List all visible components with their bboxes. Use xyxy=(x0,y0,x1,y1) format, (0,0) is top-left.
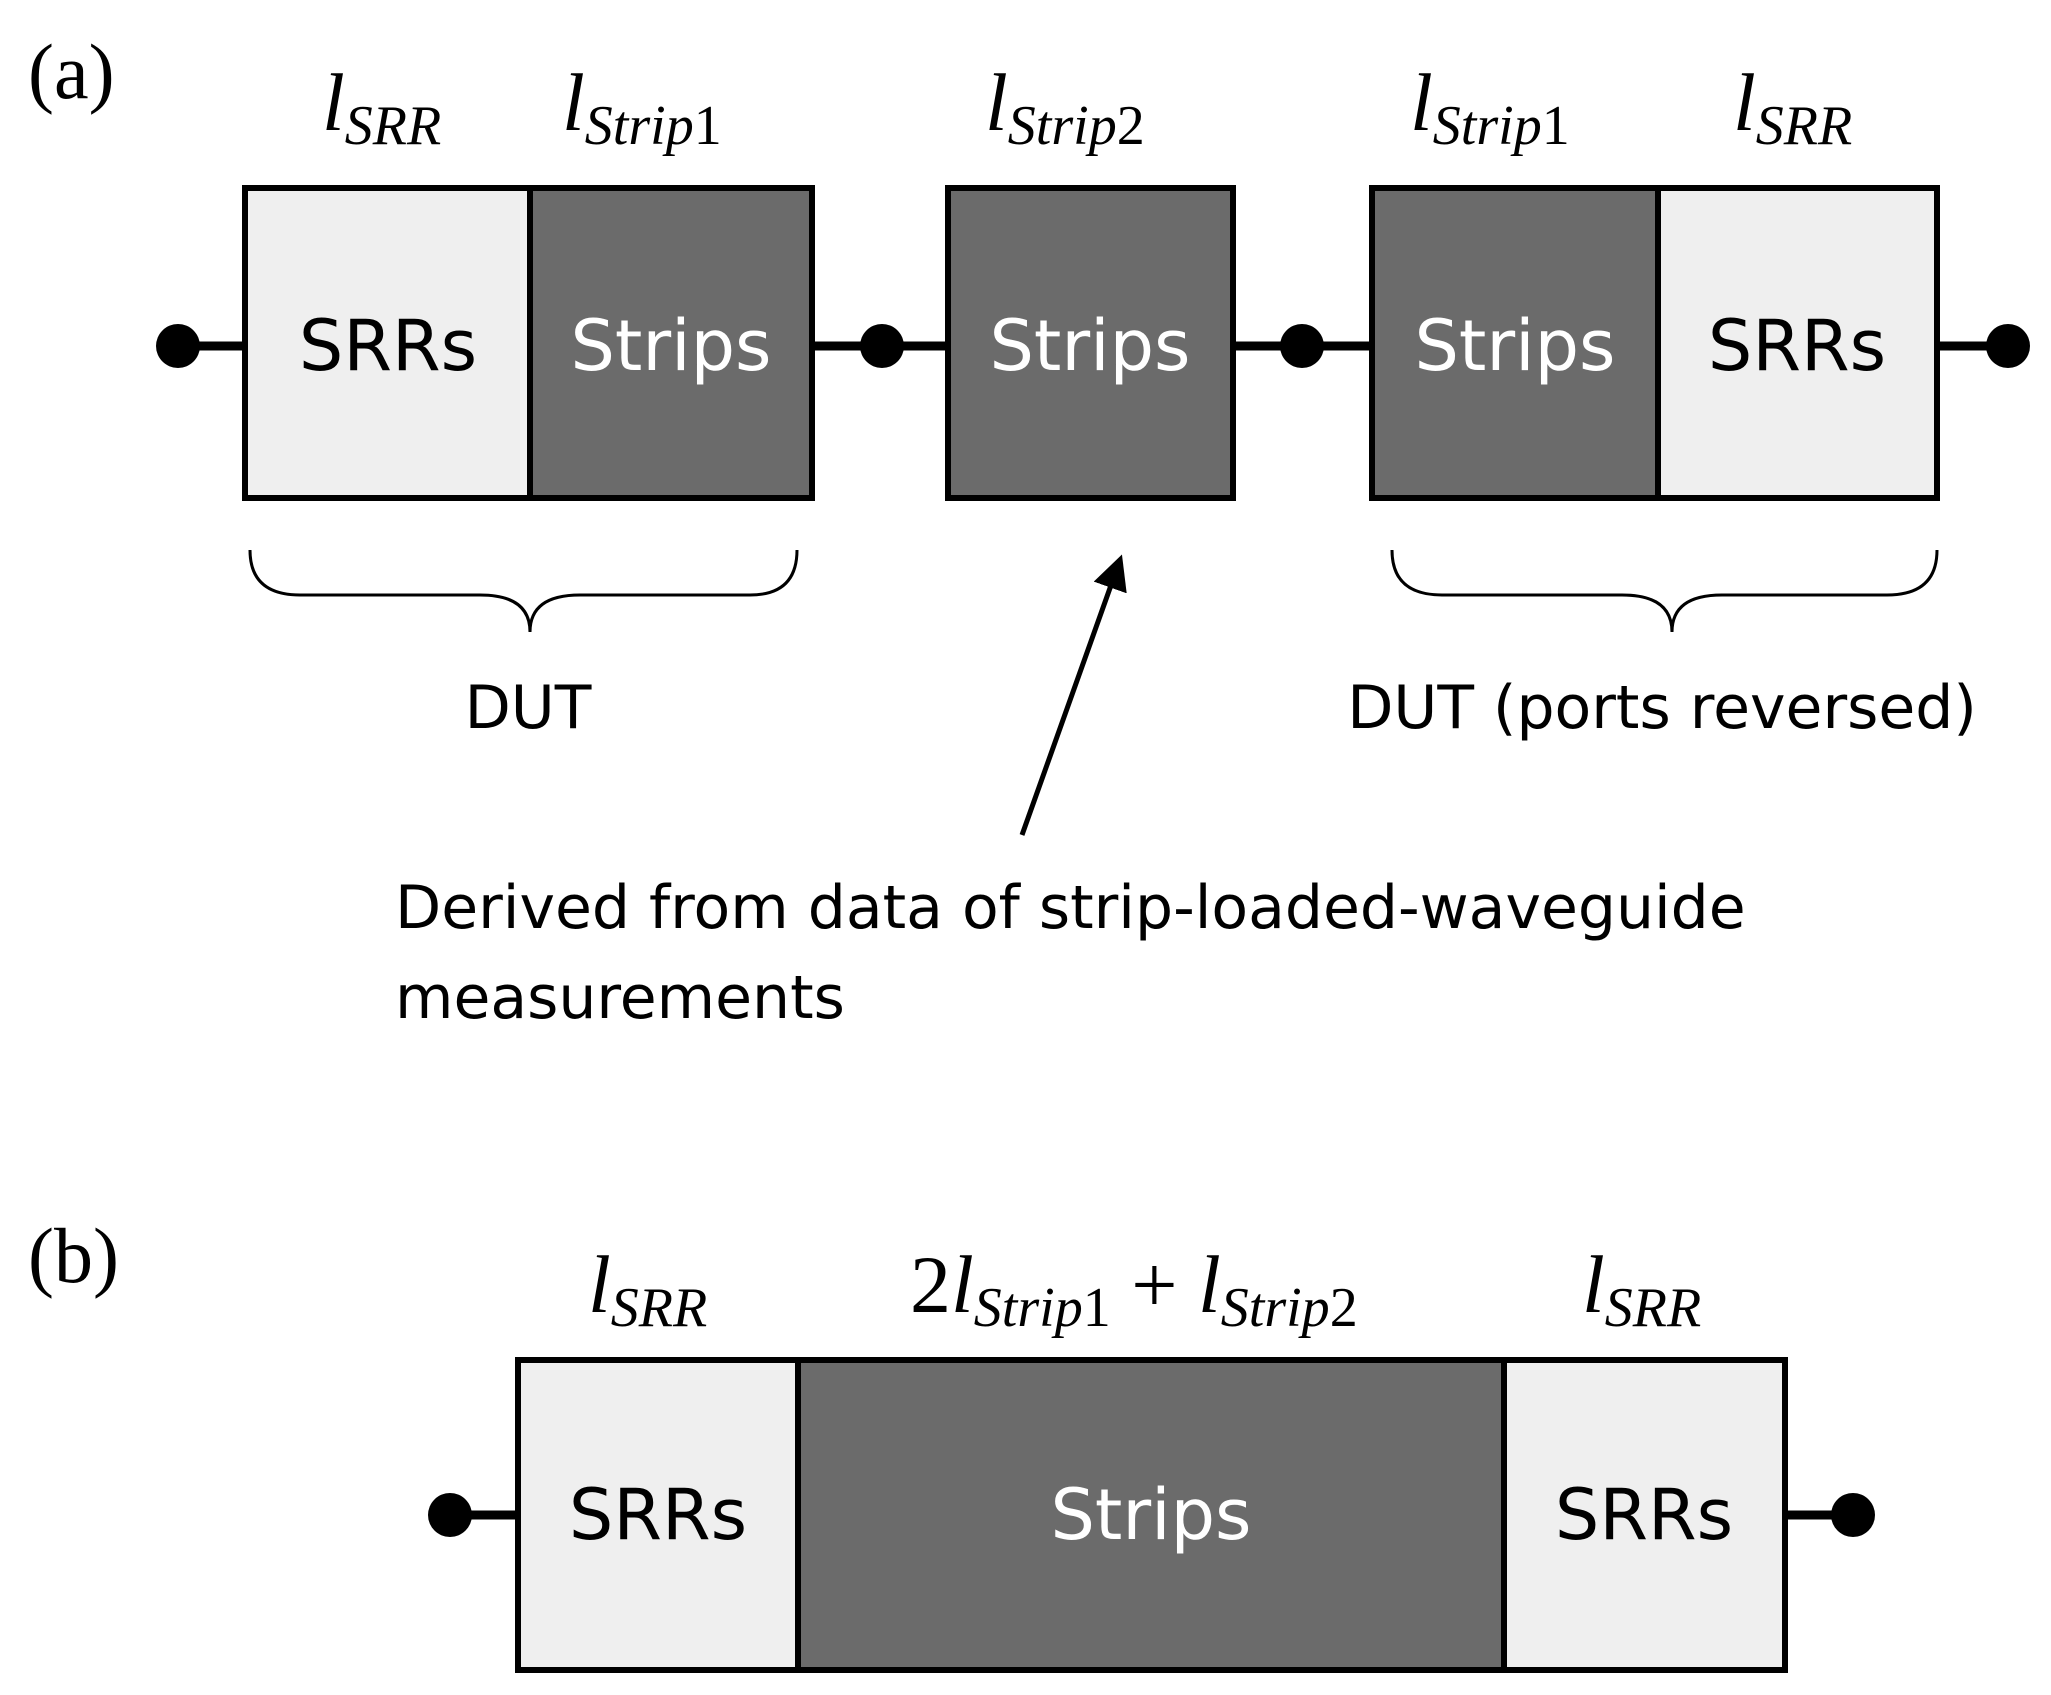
strip1-left-label: Strips xyxy=(570,305,771,387)
panel-b-label: (b) xyxy=(28,1212,119,1299)
b-srr-left-label: SRRs xyxy=(569,1474,747,1556)
length-label-strip1-left: lStrip1 xyxy=(562,57,722,157)
strip-block-right xyxy=(1369,185,1661,501)
length-label-b-srr-right: lSRR xyxy=(1582,1239,1701,1339)
length-label-b-srr-left: lSRR xyxy=(588,1239,707,1339)
srr-left-label: SRRs xyxy=(299,305,477,387)
junction-2-node xyxy=(1280,324,1324,368)
port2-terminal xyxy=(1986,324,2030,368)
strip2-block xyxy=(945,185,1236,501)
srr-block-left xyxy=(242,185,533,501)
length-label-strip2: lStrip2 xyxy=(985,57,1145,157)
b-srr-block-right xyxy=(1501,1357,1788,1673)
panel-b-wires xyxy=(428,1493,1875,1537)
panel-a-label: (a) xyxy=(28,28,115,115)
dut-reversed-label: DUT (ports reversed) xyxy=(1347,673,1977,743)
junction-1-node xyxy=(860,324,904,368)
b-srr-right-label: SRRs xyxy=(1555,1474,1733,1556)
srr-block-right xyxy=(1655,185,1940,501)
dut-brace-right xyxy=(1390,549,1939,633)
dut-label: DUT xyxy=(465,673,592,743)
dut-brace-left xyxy=(248,549,799,633)
strip1-right-label: Strips xyxy=(1414,305,1615,387)
derived-arrow xyxy=(1019,554,1127,836)
b-port2-terminal xyxy=(1831,1493,1875,1537)
length-label-b-middle: 2lStrip1 + lStrip2 xyxy=(910,1239,1358,1339)
note-line-1: Derived from data of strip-loaded-wavegu… xyxy=(395,873,1746,943)
srr-right-label: SRRs xyxy=(1708,305,1886,387)
port1-terminal xyxy=(156,324,200,368)
b-strips-label: Strips xyxy=(1050,1474,1251,1556)
length-label-strip1-right: lStrip1 xyxy=(1410,57,1570,157)
length-label-srr-left: lSRR xyxy=(322,57,441,157)
b-strip-block xyxy=(795,1357,1507,1673)
strip2-label: Strips xyxy=(989,305,1190,387)
panel-a-wires xyxy=(156,324,2030,368)
b-srr-block-left xyxy=(515,1357,801,1673)
panel-a: (a) lSRR lStrip1 lStrip2 lStrip1 lSRR SR… xyxy=(28,28,2030,1033)
b-port1-terminal xyxy=(428,1493,472,1537)
strip-block-left xyxy=(527,185,815,501)
length-label-srr-right: lSRR xyxy=(1733,57,1852,157)
note-line-2: measurements xyxy=(395,963,845,1033)
panel-b: (b) lSRR 2lStrip1 + lStrip2 lSRR SRRs St… xyxy=(28,1212,1875,1673)
